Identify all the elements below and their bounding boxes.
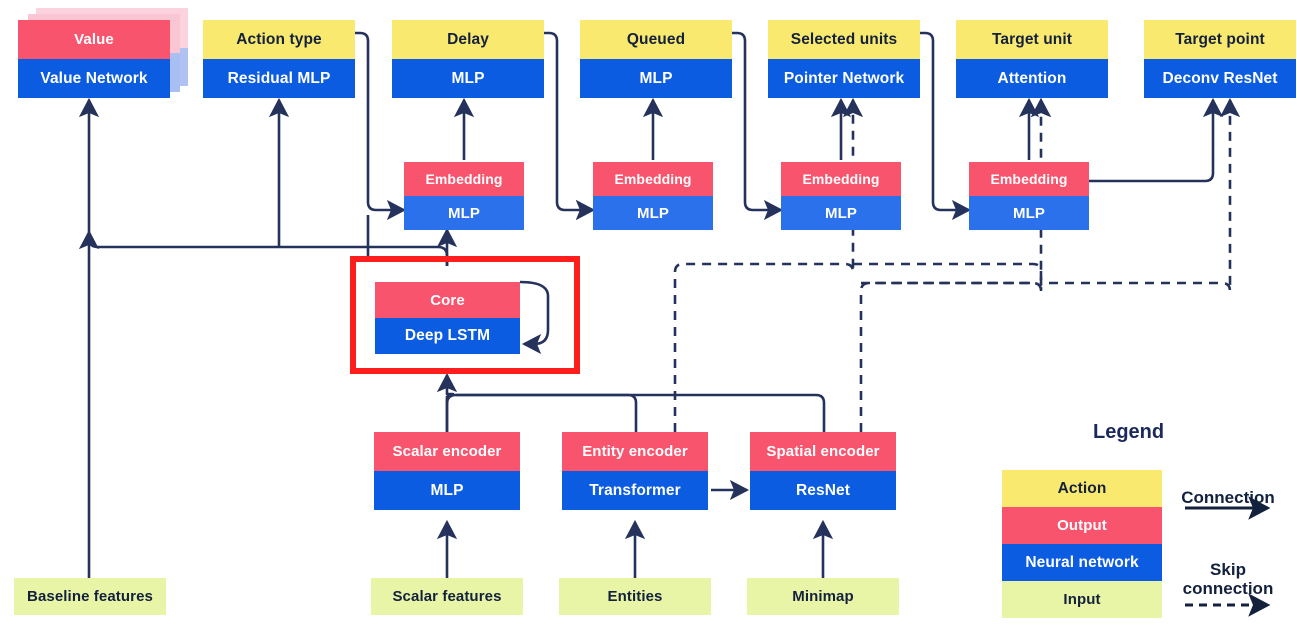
encoder-spatial-output-label: Spatial encoder: [750, 432, 896, 471]
head-target-unit[interactable]: Target unit Attention: [956, 20, 1108, 98]
legend-skip-label-line2: connection: [1182, 579, 1274, 599]
head-delay-action-label: Delay: [392, 20, 544, 59]
head-target-unit-action-label: Target unit: [956, 20, 1108, 59]
head-value-output-label: Value: [18, 20, 170, 59]
encoder-entity-network-label: Transformer: [562, 471, 708, 510]
embedding-4-output-label: Embedding: [969, 162, 1089, 196]
core-block[interactable]: Core Deep LSTM: [375, 282, 520, 354]
head-action-type-network-label: Residual MLP: [203, 59, 355, 98]
head-queued-network-label: MLP: [580, 59, 732, 98]
embedding-4-network-label: MLP: [969, 196, 1089, 230]
embedding-3-output-label: Embedding: [781, 162, 901, 196]
encoder-entity-output-label: Entity encoder: [562, 432, 708, 471]
encoder-spatial[interactable]: Spatial encoder ResNet: [750, 432, 896, 510]
legend-swatches: Action Output Neural network Input: [1002, 470, 1162, 618]
head-selected-units[interactable]: Selected units Pointer Network: [768, 20, 920, 98]
head-queued-action-label: Queued: [580, 20, 732, 59]
encoder-scalar-network-label: MLP: [374, 471, 520, 510]
legend-title: Legend: [1093, 421, 1165, 443]
legend-swatch-input: Input: [1002, 581, 1162, 618]
encoder-scalar-output-label: Scalar encoder: [374, 432, 520, 471]
embedding-1-output-label: Embedding: [404, 162, 524, 196]
legend-skip-connection-label: Skip connection: [1168, 560, 1288, 598]
encoder-scalar[interactable]: Scalar encoder MLP: [374, 432, 520, 510]
embedding-2-output-label: Embedding: [593, 162, 713, 196]
embedding-block-1[interactable]: Embedding MLP: [404, 162, 524, 230]
head-value[interactable]: Value Value Network: [18, 20, 170, 98]
head-target-point-network-label: Deconv ResNet: [1144, 59, 1296, 98]
head-target-unit-network-label: Attention: [956, 59, 1108, 98]
embedding-block-4[interactable]: Embedding MLP: [969, 162, 1089, 230]
head-selected-units-network-label: Pointer Network: [768, 59, 920, 98]
legend-swatch-output: Output: [1002, 507, 1162, 544]
input-scalar-features[interactable]: Scalar features: [371, 578, 523, 615]
head-delay-network-label: MLP: [392, 59, 544, 98]
embedding-3-network-label: MLP: [781, 196, 901, 230]
encoder-entity[interactable]: Entity encoder Transformer: [562, 432, 708, 510]
head-delay[interactable]: Delay MLP: [392, 20, 544, 98]
head-action-type[interactable]: Action type Residual MLP: [203, 20, 355, 98]
embedding-2-network-label: MLP: [593, 196, 713, 230]
head-target-point[interactable]: Target point Deconv ResNet: [1144, 20, 1296, 98]
head-target-point-action-label: Target point: [1144, 20, 1296, 59]
input-baseline-features[interactable]: Baseline features: [14, 578, 166, 615]
core-network-label: Deep LSTM: [375, 318, 520, 354]
core-output-label: Core: [375, 282, 520, 318]
core-highlight-box: [350, 256, 580, 374]
legend-swatch-action: Action: [1002, 470, 1162, 507]
legend-skip-label-line1: Skip: [1210, 560, 1246, 579]
input-entities[interactable]: Entities: [559, 578, 711, 615]
head-action-type-action-label: Action type: [203, 20, 355, 59]
input-minimap[interactable]: Minimap: [747, 578, 899, 615]
legend-connection-label: Connection: [1181, 488, 1275, 507]
embedding-1-network-label: MLP: [404, 196, 524, 230]
legend-swatch-neural-network: Neural network: [1002, 544, 1162, 581]
head-value-network-label: Value Network: [18, 59, 170, 98]
embedding-block-3[interactable]: Embedding MLP: [781, 162, 901, 230]
embedding-block-2[interactable]: Embedding MLP: [593, 162, 713, 230]
head-queued[interactable]: Queued MLP: [580, 20, 732, 98]
head-selected-units-action-label: Selected units: [768, 20, 920, 59]
encoder-spatial-network-label: ResNet: [750, 471, 896, 510]
